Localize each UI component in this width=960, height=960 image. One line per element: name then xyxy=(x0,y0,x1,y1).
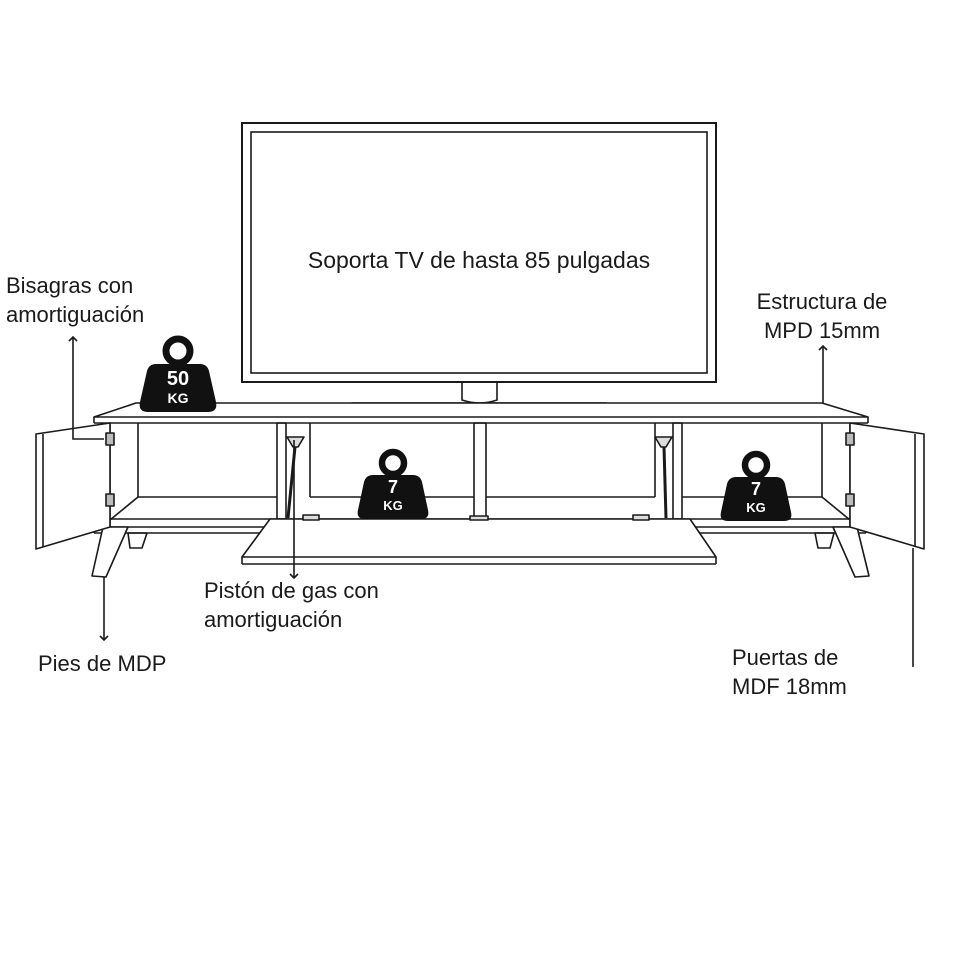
label-piston: Pistón de gas con amortiguación xyxy=(204,578,379,632)
tv-caption: Soporta TV de hasta 85 pulgadas xyxy=(308,247,650,273)
hinge-left-top xyxy=(105,432,115,446)
svg-text:Bisagras con: Bisagras con xyxy=(6,273,133,298)
divider-center xyxy=(473,422,487,520)
label-doors: Puertas de MDF 18mm xyxy=(732,645,847,699)
tv-cabinet xyxy=(35,402,925,578)
svg-text:7: 7 xyxy=(388,477,398,497)
leg-right-back xyxy=(814,532,835,549)
gas-piston-right xyxy=(654,436,673,448)
svg-text:Estructura de: Estructura de xyxy=(757,289,888,314)
callout-hinges-line xyxy=(68,335,104,440)
divider-left xyxy=(276,422,287,520)
svg-text:Pies de MDP: Pies de MDP xyxy=(38,651,166,676)
tv-neck xyxy=(461,382,498,404)
hinge-right-top xyxy=(845,432,855,446)
hinge-right-bottom xyxy=(845,493,855,507)
divider-right xyxy=(672,422,683,520)
svg-text:Puertas de: Puertas de xyxy=(732,645,838,670)
tv-screen xyxy=(250,131,708,374)
label-structure: Estructura de MPD 15mm xyxy=(757,289,888,343)
svg-text:KG: KG xyxy=(168,390,189,406)
weight-icon-7kg-right: 7 KG xyxy=(720,450,792,521)
svg-text:Pistón de gas con: Pistón de gas con xyxy=(204,578,379,603)
callout-lines xyxy=(68,335,914,667)
svg-text:7: 7 xyxy=(751,479,761,499)
svg-text:50: 50 xyxy=(167,368,189,390)
leg-left-front xyxy=(91,526,129,578)
gas-piston-left xyxy=(286,436,305,448)
label-legs: Pies de MDP xyxy=(38,651,166,676)
door-right xyxy=(849,422,925,550)
leg-left-back xyxy=(127,532,148,549)
svg-text:amortiguación: amortiguación xyxy=(6,302,144,327)
svg-text:KG: KG xyxy=(746,500,766,515)
svg-text:KG: KG xyxy=(383,498,403,513)
tv-bezel xyxy=(241,122,717,383)
svg-text:amortiguación: amortiguación xyxy=(204,607,342,632)
weight-icon-7kg-center: 7 KG xyxy=(357,448,429,519)
weight-icon-50kg: 50 KG xyxy=(139,335,217,412)
svg-text:MPD 15mm: MPD 15mm xyxy=(764,318,880,343)
door-left xyxy=(35,422,111,550)
door-center-flap xyxy=(241,518,717,558)
svg-text:MDF 18mm: MDF 18mm xyxy=(732,674,847,699)
hinge-left-bottom xyxy=(105,493,115,507)
label-hinges: Bisagras con amortiguación xyxy=(6,273,144,327)
leg-right-front xyxy=(832,526,870,578)
